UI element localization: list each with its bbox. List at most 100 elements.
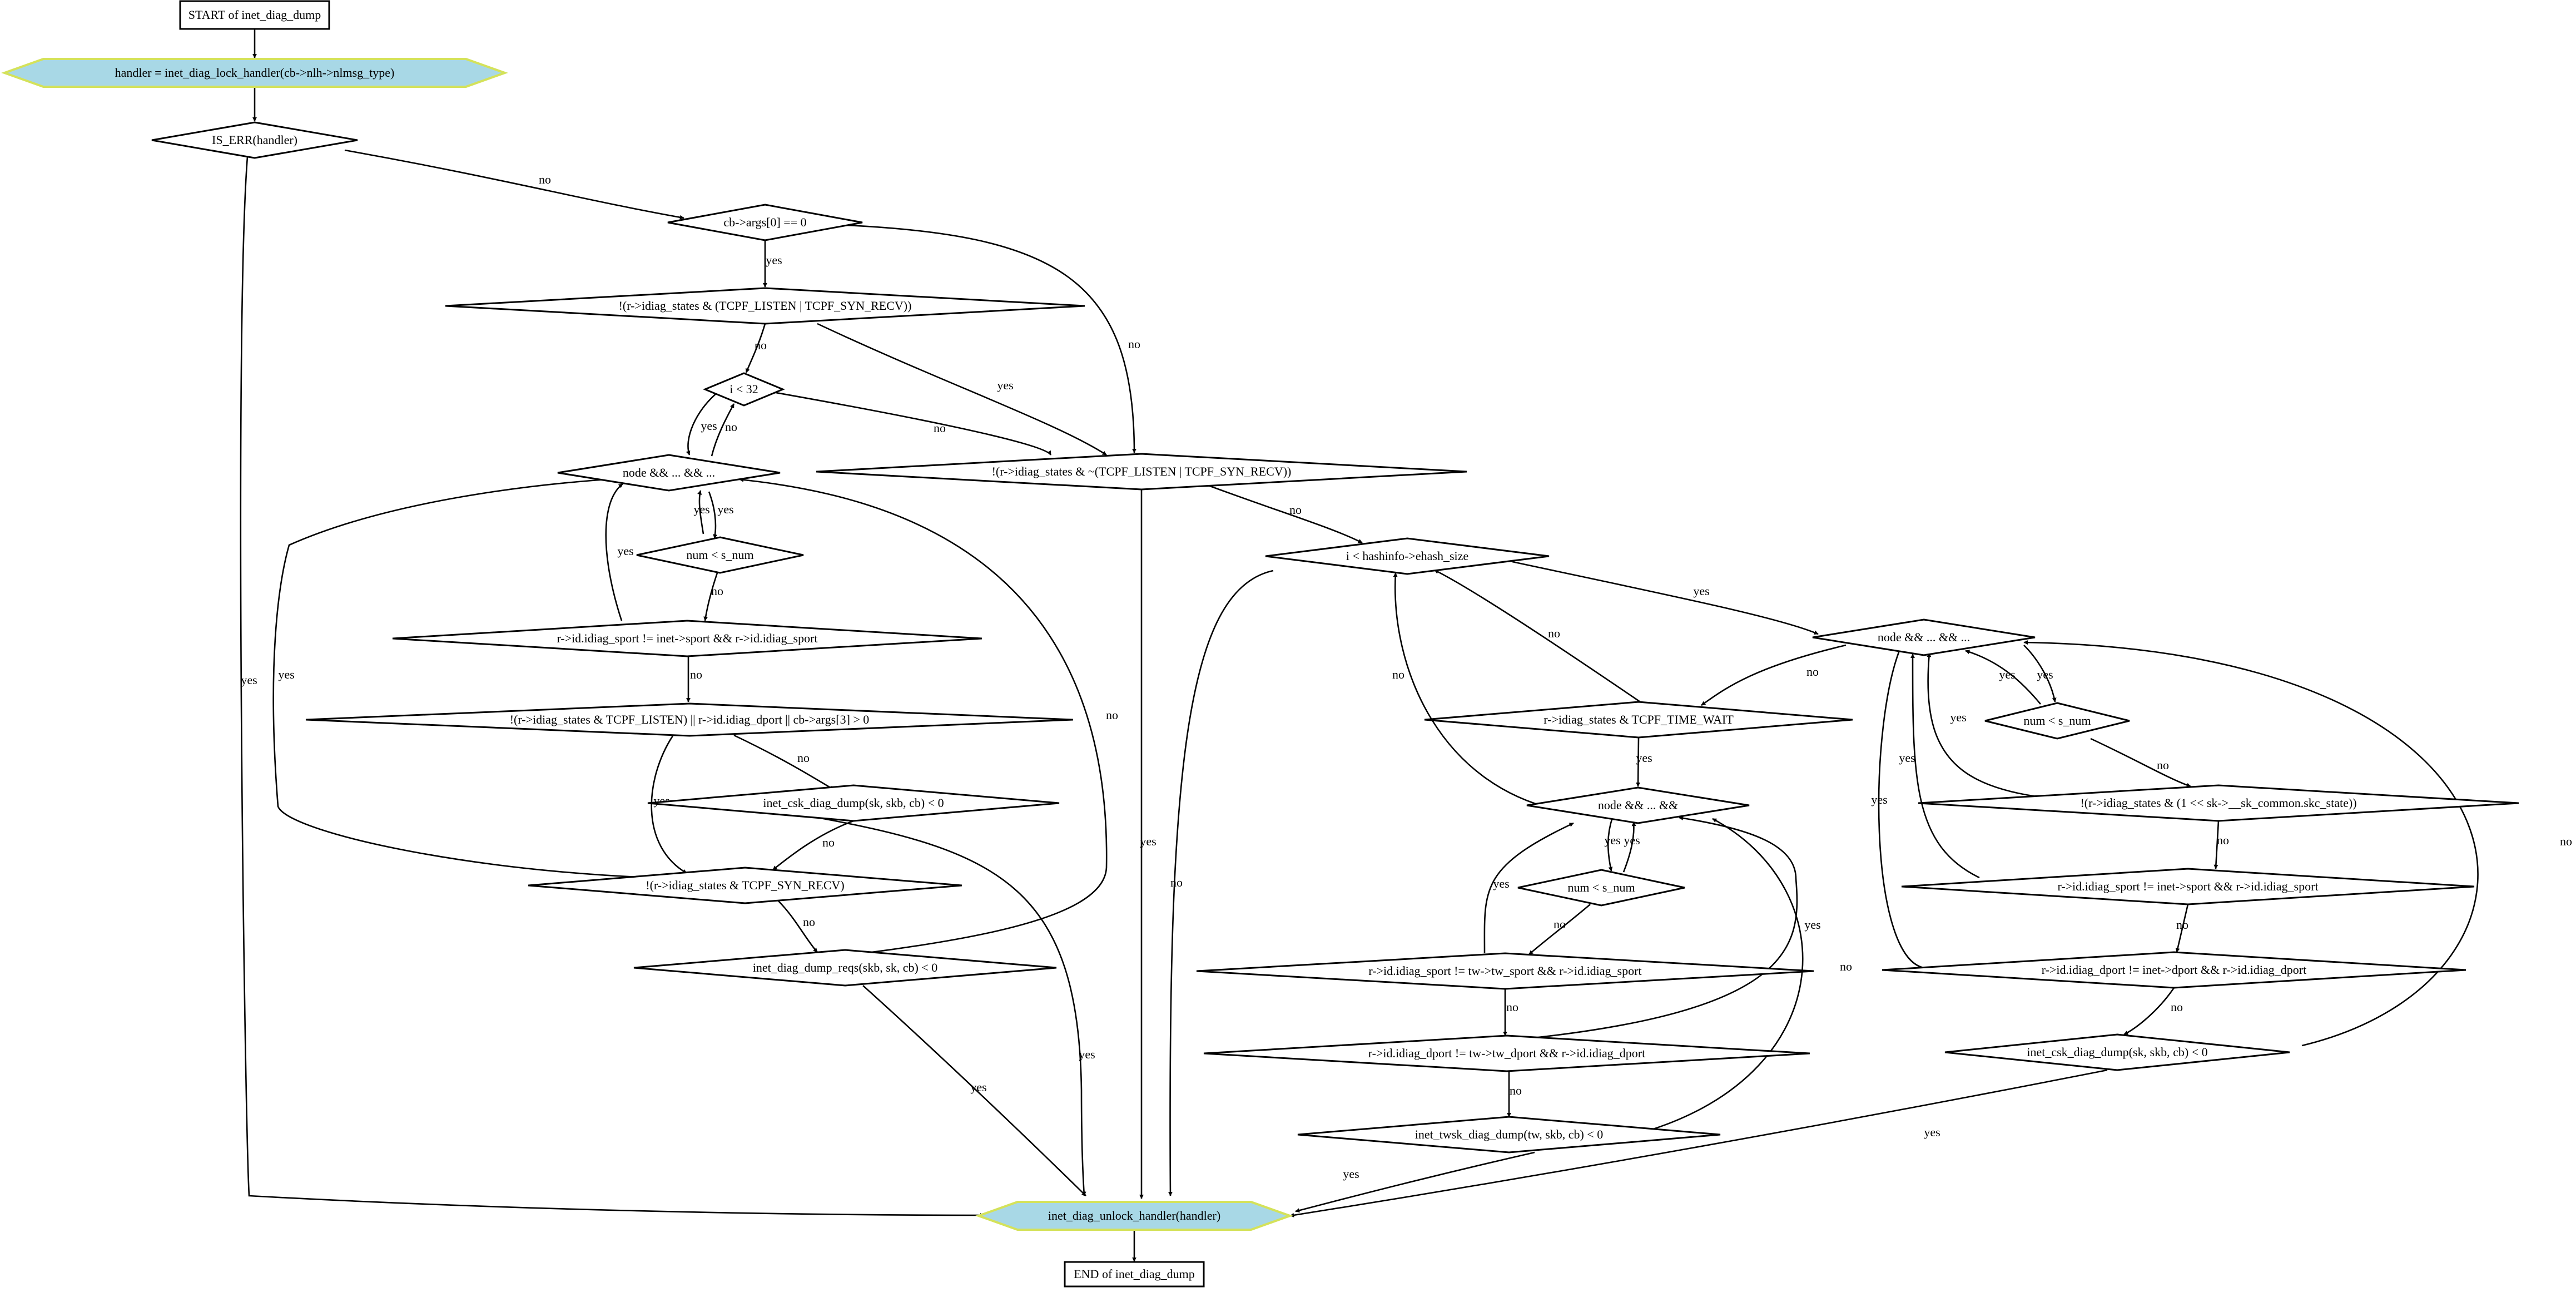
edge-label-no: no bbox=[934, 421, 946, 435]
node-label: node && ... && ... bbox=[623, 466, 715, 479]
edge-label-yes: yes bbox=[1079, 1047, 1095, 1061]
edge-31 bbox=[1393, 572, 1569, 813]
node-csk_r: inet_csk_diag_dump(sk, skb, cb) < 0 bbox=[1944, 1033, 2290, 1071]
node-shape bbox=[647, 784, 1060, 822]
node-label: i < hashinfo->ehash_size bbox=[1346, 549, 1468, 563]
node-label: handler = inet_diag_lock_handler(cb->nlh… bbox=[115, 66, 395, 80]
node-shape bbox=[1265, 537, 1550, 575]
node-shape bbox=[1297, 1116, 1721, 1154]
edge-label-yes: yes bbox=[1899, 751, 1915, 765]
node-label: !(r->idiag_states & ~(TCPF_LISTEN | TCPF… bbox=[992, 464, 1292, 478]
node-label: num < s_num bbox=[2023, 714, 2091, 727]
node-label: i < 32 bbox=[729, 382, 758, 396]
edge-47 bbox=[2175, 904, 2189, 953]
edge-label-yes: yes bbox=[1624, 833, 1640, 847]
edge-label-no: no bbox=[1506, 1000, 1518, 1014]
edge-label-no: no bbox=[822, 835, 835, 849]
edge-30 bbox=[1636, 737, 1641, 787]
edge-label-yes: yes bbox=[1804, 918, 1820, 932]
node-shape bbox=[445, 287, 1085, 325]
edge-23 bbox=[862, 985, 1086, 1196]
edge-50 bbox=[2023, 640, 2479, 1047]
edge-label-yes: yes bbox=[617, 544, 633, 558]
node-sport_l: r->id.idiag_sport != inet->sport && r->i… bbox=[392, 620, 982, 657]
edge-label-no: no bbox=[1840, 959, 1852, 973]
edge-label-yes: yes bbox=[241, 673, 257, 687]
edge-label-yes: yes bbox=[1343, 1167, 1359, 1181]
node-states_r: !(r->idiag_states & (1 << sk->__sk_commo… bbox=[1918, 784, 2519, 822]
node-dumpreqs: inet_diag_dump_reqs(skb, sk, cb) < 0 bbox=[633, 949, 1057, 987]
node-label: r->id.idiag_dport != tw->tw_dport && r->… bbox=[1368, 1046, 1645, 1060]
edge-label-no: no bbox=[1510, 1083, 1522, 1097]
node-node_m: node && ... && ... bbox=[1812, 618, 2036, 656]
edge-label-no: no bbox=[1106, 708, 1118, 722]
node-tw: r->idiag_states & TCPF_TIME_WAIT bbox=[1424, 701, 1853, 739]
node-shape bbox=[179, 0, 330, 30]
node-shape bbox=[703, 372, 785, 407]
node-label: !(r->idiag_states & TCPF_SYN_RECV) bbox=[646, 878, 844, 892]
edge-label-yes: yes bbox=[1999, 667, 2015, 681]
node-shape bbox=[528, 867, 962, 904]
node-sport_tw: r->id.idiag_sport != tw->tw_sport && r->… bbox=[1196, 952, 1814, 990]
node-label: END of inet_diag_dump bbox=[1074, 1267, 1195, 1281]
edge-7 bbox=[817, 323, 1107, 456]
edge-11 bbox=[697, 490, 704, 534]
node-label: r->id.idiag_dport != inet->dport && r->i… bbox=[2042, 963, 2306, 977]
edge-label-yes: yes bbox=[1604, 833, 1620, 847]
node-node_tw: node && ... && bbox=[1526, 786, 1750, 824]
node-label: inet_diag_unlock_handler(handler) bbox=[1048, 1209, 1220, 1222]
edge-37 bbox=[1512, 816, 1798, 1041]
edge-label-no: no bbox=[1392, 667, 1404, 681]
node-label: r->idiag_states & TCPF_TIME_WAIT bbox=[1543, 712, 1734, 726]
edge-label-no: no bbox=[1289, 503, 1302, 517]
node-shape bbox=[1812, 618, 2036, 656]
node-shape bbox=[1901, 868, 2475, 905]
edge-19 bbox=[817, 816, 1086, 1196]
node-csk_l: inet_csk_diag_dump(sk, skb, cb) < 0 bbox=[647, 784, 1060, 822]
node-shape bbox=[667, 204, 863, 241]
edge-35 bbox=[1483, 822, 1574, 954]
edge-14 bbox=[605, 483, 623, 621]
edge-label-no: no bbox=[2176, 918, 2188, 932]
edge-label-yes: yes bbox=[1636, 751, 1652, 765]
node-shape bbox=[636, 536, 804, 574]
edge-label-no: no bbox=[797, 751, 810, 765]
edge-label-no: no bbox=[2157, 758, 2169, 772]
node-dport_r: r->id.idiag_dport != inet->dport && r->i… bbox=[1882, 951, 2466, 989]
edge-27 bbox=[1512, 561, 1819, 635]
node-shape bbox=[1, 58, 508, 88]
node-shape bbox=[1517, 869, 1685, 907]
edge-label-yes: yes bbox=[1924, 1125, 1940, 1139]
edge-34 bbox=[1528, 904, 1591, 955]
edge-42 bbox=[1965, 650, 2041, 705]
edge-label-no: no bbox=[1170, 875, 1183, 889]
edge-20 bbox=[272, 476, 712, 880]
node-label: !(r->idiag_states & (1 << sk->__sk_commo… bbox=[2080, 796, 2356, 810]
node-label: !(r->idiag_states & TCPF_LISTEN) || r->i… bbox=[510, 712, 870, 726]
node-iserr: IS_ERR(handler) bbox=[151, 121, 358, 159]
node-shape bbox=[1526, 786, 1750, 824]
edge-2 bbox=[344, 149, 684, 220]
node-label: num < s_num bbox=[1567, 880, 1635, 894]
edge-5 bbox=[833, 224, 1136, 453]
node-twsk: inet_twsk_diag_dump(tw, skb, cb) < 0 bbox=[1297, 1116, 1721, 1154]
edge-label-yes: yes bbox=[997, 378, 1013, 392]
node-label: IS_ERR(handler) bbox=[212, 133, 297, 147]
node-shape bbox=[1944, 1033, 2290, 1071]
edge-32 bbox=[1607, 817, 1614, 872]
node-shape bbox=[392, 620, 982, 657]
edge-3 bbox=[240, 156, 985, 1217]
node-shape bbox=[1918, 784, 2519, 822]
node-shape bbox=[557, 454, 781, 492]
edge-25 bbox=[1200, 482, 1363, 544]
edge-8 bbox=[772, 391, 1052, 456]
edge-46 bbox=[1910, 654, 1980, 879]
node-shape bbox=[1984, 702, 2130, 740]
node-args0: cb->args[0] == 0 bbox=[667, 204, 863, 241]
node-shape bbox=[151, 121, 358, 159]
edge-label-no: no bbox=[725, 420, 737, 434]
node-node_l: node && ... && ... bbox=[557, 454, 781, 492]
edge-41 bbox=[2023, 645, 2057, 702]
node-end: END of inet_diag_dump bbox=[1064, 1261, 1205, 1288]
